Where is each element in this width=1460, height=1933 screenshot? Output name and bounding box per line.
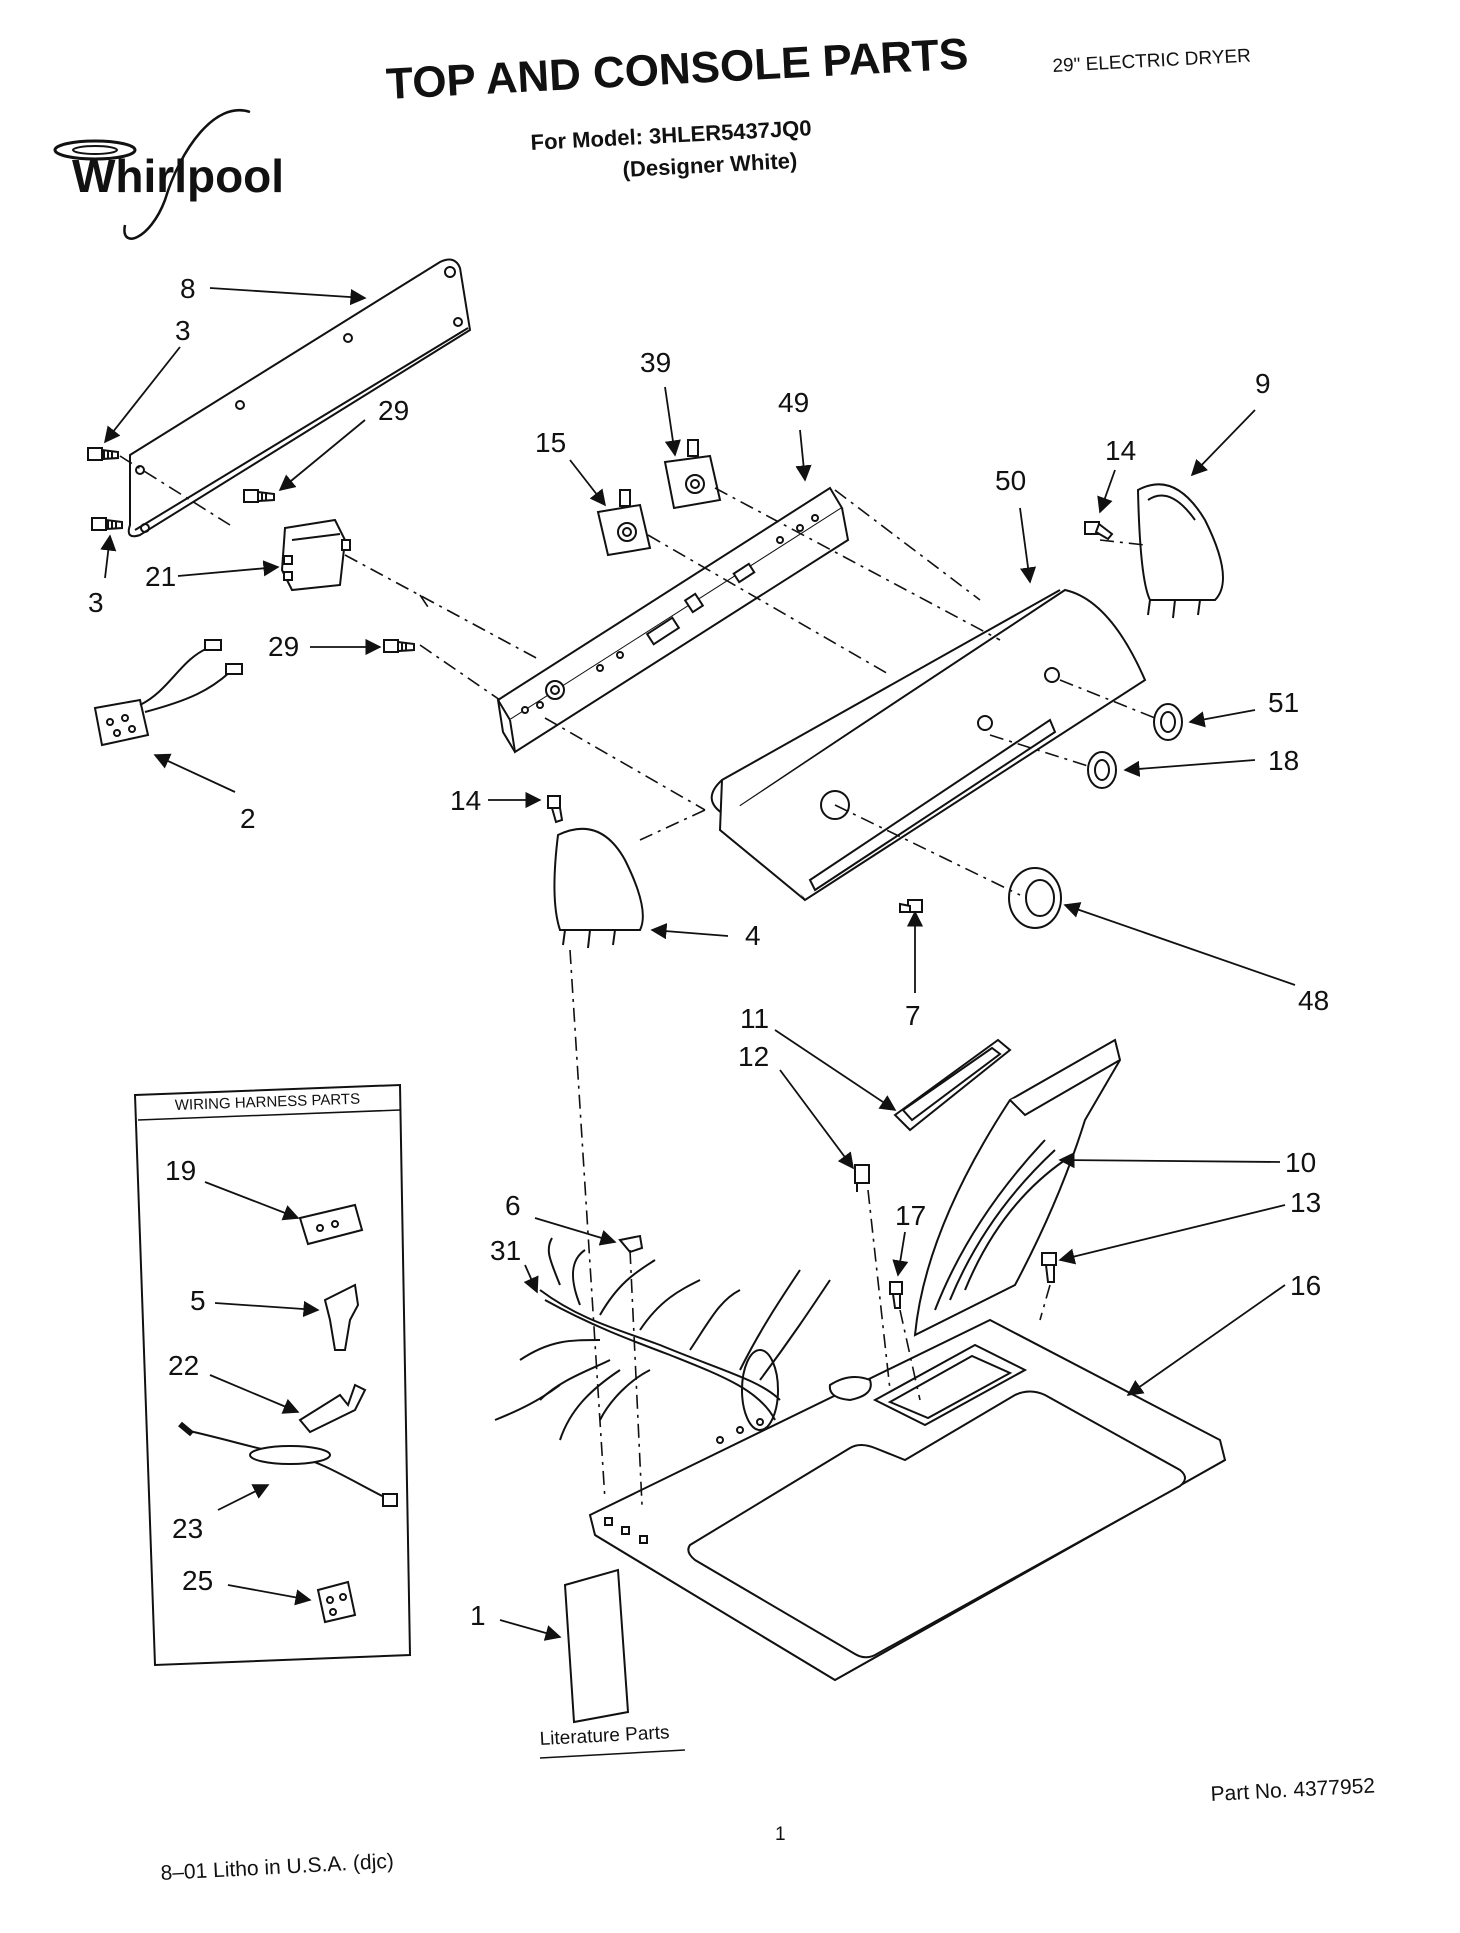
part-7-screw: [899, 899, 923, 913]
callout-2: 2: [240, 803, 256, 834]
part-1-literature: [563, 1568, 630, 1724]
page-number: 1: [775, 1824, 786, 1845]
callout-5: 5: [190, 1285, 206, 1316]
part-49-control-panel: [496, 486, 850, 754]
part-19-connector: [298, 1203, 364, 1246]
callout-48: 48: [1298, 985, 1329, 1016]
literature-parts-label: Literature Parts: [539, 1722, 670, 1750]
callout-11: 11: [740, 1003, 769, 1034]
callout-8: 8: [180, 273, 196, 304]
callout-15: 15: [535, 427, 566, 458]
callout-49: 49: [778, 387, 809, 418]
callout-12: 12: [738, 1041, 769, 1072]
part-11-lint-screen: [893, 1038, 1012, 1132]
part-48-knob: [1008, 867, 1062, 929]
literature-underline: [539, 1749, 686, 1759]
assembly-guide-lines: [119, 455, 1156, 1506]
callout-29-upper: 29: [378, 395, 409, 426]
part-6-wire-clip: [618, 1234, 644, 1254]
part-31-wire-harness: [494, 1237, 831, 1441]
part-17-screw: [889, 1281, 903, 1309]
part-2-terminal-block: [93, 639, 243, 747]
part-21-switch: [280, 518, 351, 592]
brand-wordmark: Whirlpool: [72, 150, 284, 202]
callout-labels: 8 3 29 3 21 29 2 39 15 49 9 14 50 51 18 …: [88, 273, 1329, 1631]
part-39-control-switch: [663, 439, 722, 510]
callout-23: 23: [172, 1513, 203, 1544]
callout-9: 9: [1255, 368, 1271, 399]
callout-16: 16: [1290, 1270, 1321, 1301]
callout-14-right: 14: [1105, 435, 1136, 466]
part-23-wire-lead: [178, 1421, 398, 1507]
callout-50: 50: [995, 465, 1026, 496]
part-29-screw-lower: [383, 639, 415, 653]
callout-14-left: 14: [450, 785, 481, 816]
part-9-end-cap: [1136, 483, 1224, 619]
part-12-clip: [854, 1164, 870, 1192]
callout-1: 1: [470, 1600, 486, 1631]
part-5-wire-clip: [323, 1283, 360, 1351]
callout-39: 39: [640, 347, 671, 378]
harness-box-title: WIRING HARNESS PARTS: [175, 1091, 361, 1114]
callout-13: 13: [1290, 1187, 1321, 1218]
callout-17: 17: [895, 1200, 926, 1231]
callout-leaders: [100, 287, 1296, 1641]
part-14-screw-right: [1084, 521, 1114, 541]
part-10-filter-housing: [913, 1038, 1122, 1337]
callout-7: 7: [905, 1000, 921, 1031]
wiring-harness-box: [133, 1083, 412, 1667]
part-29-screw-upper: [243, 489, 275, 503]
callout-3-upper: 3: [175, 315, 191, 346]
part-16-top-panel: [588, 1318, 1227, 1682]
part-14-screw-left: [547, 795, 564, 824]
part-4-end-cap: [553, 827, 644, 949]
callout-6: 6: [505, 1190, 521, 1221]
callout-51: 51: [1268, 687, 1299, 718]
callout-18: 18: [1268, 745, 1299, 776]
callout-25: 25: [182, 1565, 213, 1596]
callout-21: 21: [145, 561, 176, 592]
whirlpool-logo: Whirlpool: [53, 109, 284, 240]
part-50-console: [710, 588, 1147, 902]
callout-4: 4: [745, 920, 761, 951]
part-3-screw-upper: [87, 447, 119, 461]
part-15-control-switch: [596, 489, 652, 557]
callout-19: 19: [165, 1155, 196, 1186]
callout-29-lower: 29: [268, 631, 299, 662]
callout-31: 31: [490, 1235, 521, 1266]
part-51-button: [1153, 703, 1183, 741]
part-8-console-bracket: [127, 258, 472, 538]
part-22-terminal: [298, 1383, 367, 1434]
callout-22: 22: [168, 1350, 199, 1381]
part-3-screw-lower: [91, 517, 123, 531]
part-25-connector: [316, 1580, 357, 1624]
part-13-screw: [1041, 1252, 1057, 1283]
callout-3-lower: 3: [88, 587, 104, 618]
callout-10: 10: [1285, 1147, 1316, 1178]
part-18-button: [1087, 751, 1117, 789]
